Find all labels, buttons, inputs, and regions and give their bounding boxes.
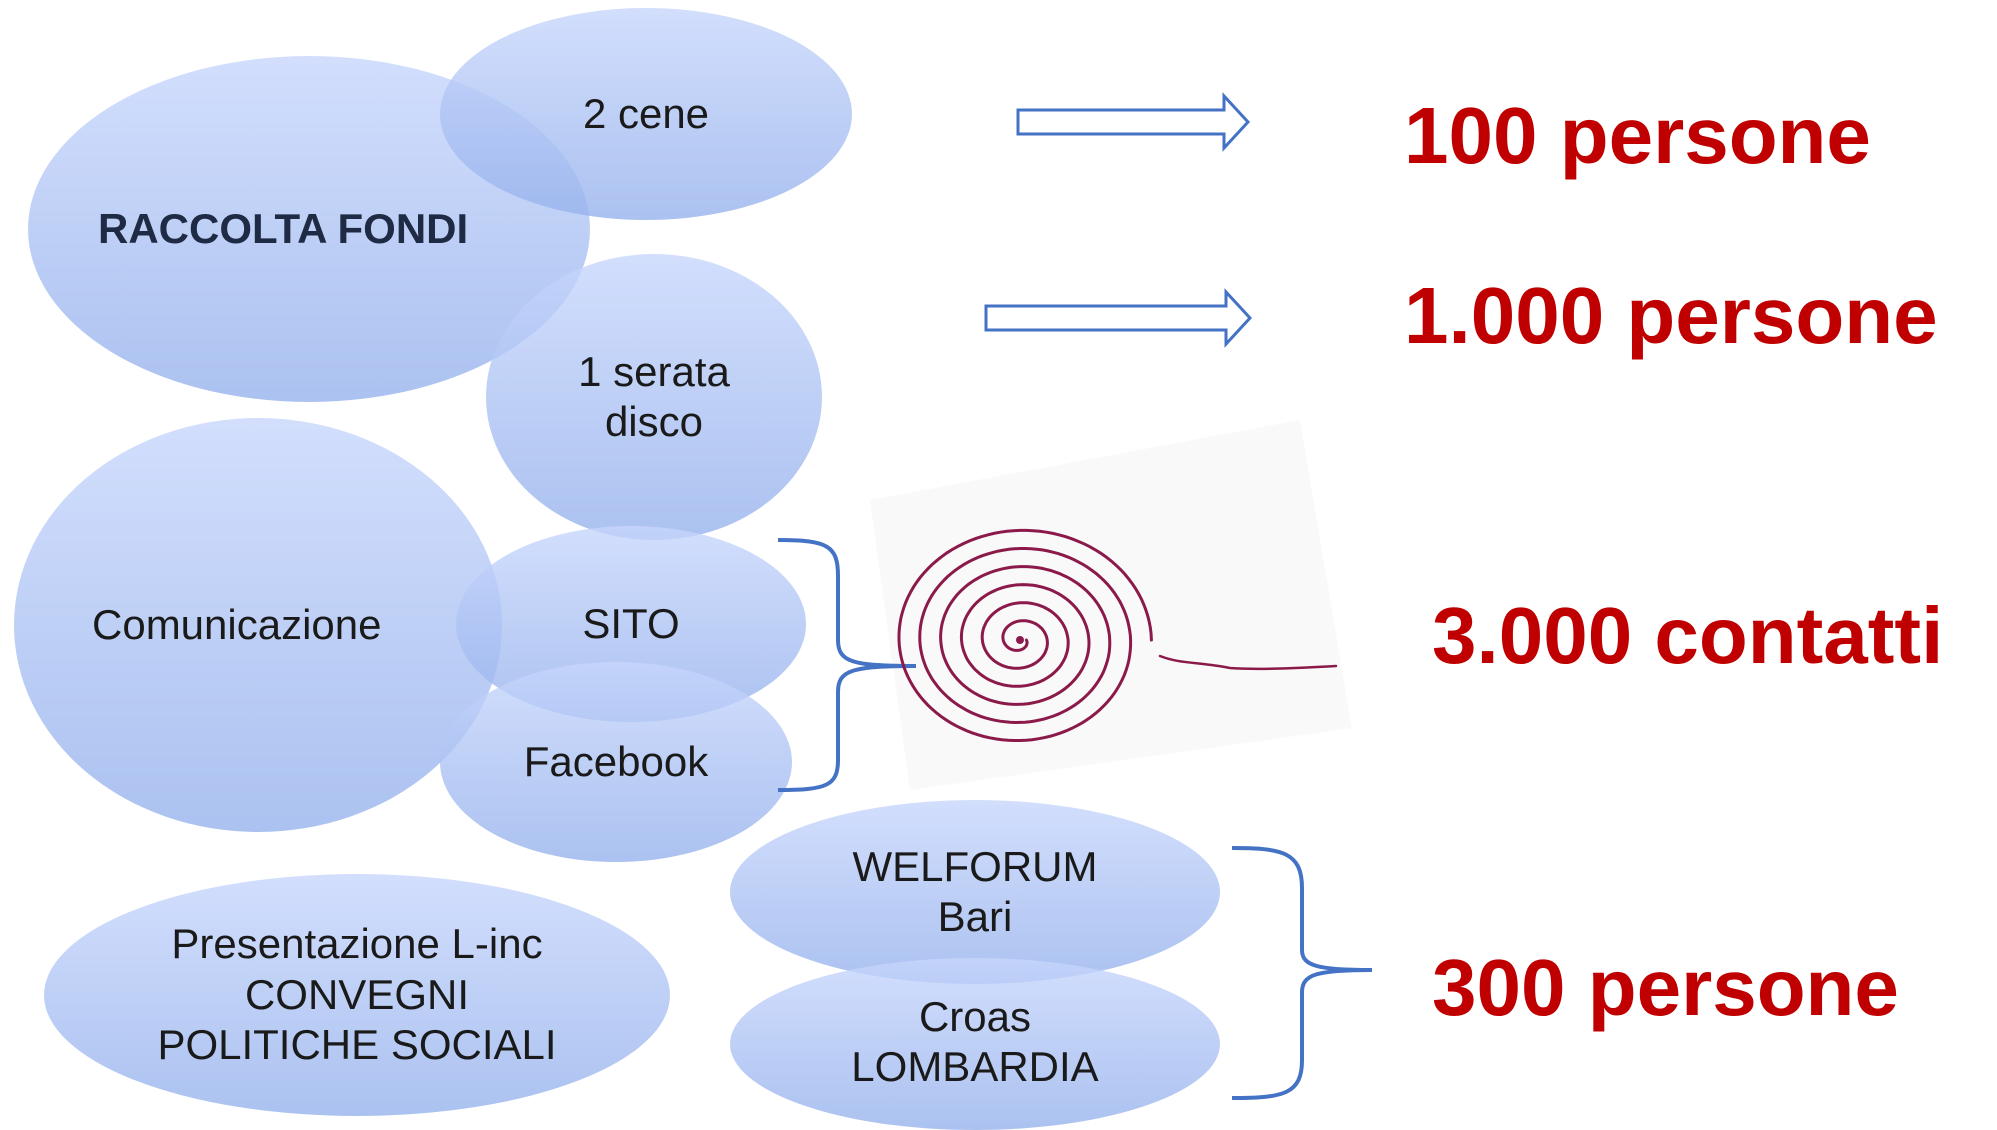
croas-bubble: Croas LOMBARDIA	[730, 958, 1220, 1130]
arrow-right-icon	[984, 288, 1253, 348]
presentazione-label: Presentazione L-inc CONVEGNI POLITICHE S…	[157, 920, 557, 1069]
croas-label: Croas LOMBARDIA	[851, 993, 1099, 1091]
serata-disco-bubble: 1 serata disco	[486, 254, 822, 540]
serata-disco-label: 1 serata disco	[578, 347, 730, 445]
sito-label: SITO	[582, 599, 680, 647]
facebook-bubble: Facebook	[440, 662, 792, 862]
sito-bubble: SITO	[456, 526, 806, 722]
curly-bracket-icon	[1231, 846, 1373, 1100]
presentazione-bubble: Presentazione L-inc CONVEGNI POLITICHE S…	[44, 874, 670, 1116]
comunicazione-label: Comunicazione	[92, 600, 382, 648]
welforum-bubble: WELFORUM Bari	[730, 800, 1220, 984]
raccolta-fondi-label: RACCOLTA FONDI	[98, 204, 469, 252]
facebook-label: Facebook	[523, 737, 709, 785]
stat-cene-persone: 100 persone	[1404, 91, 1871, 180]
cene-label: 2 cene	[582, 89, 710, 137]
spiral-paper	[870, 420, 1352, 790]
curly-bracket-icon	[777, 538, 917, 792]
comunicazione-bubble: Comunicazione	[14, 418, 502, 832]
spiral-center-dot	[1016, 636, 1024, 644]
cene-bubble: 2 cene	[440, 8, 852, 220]
spiral-tail	[1158, 654, 1338, 671]
welforum-label: WELFORUM Bari	[852, 842, 1098, 940]
arrow-right-icon	[1016, 92, 1251, 152]
stat-disco-persone: 1.000 persone	[1404, 271, 1938, 360]
stat-contatti: 3.000 contatti	[1432, 591, 1944, 680]
spiral-icon	[897, 528, 1153, 742]
stat-convegni-persone: 300 persone	[1432, 943, 1899, 1032]
